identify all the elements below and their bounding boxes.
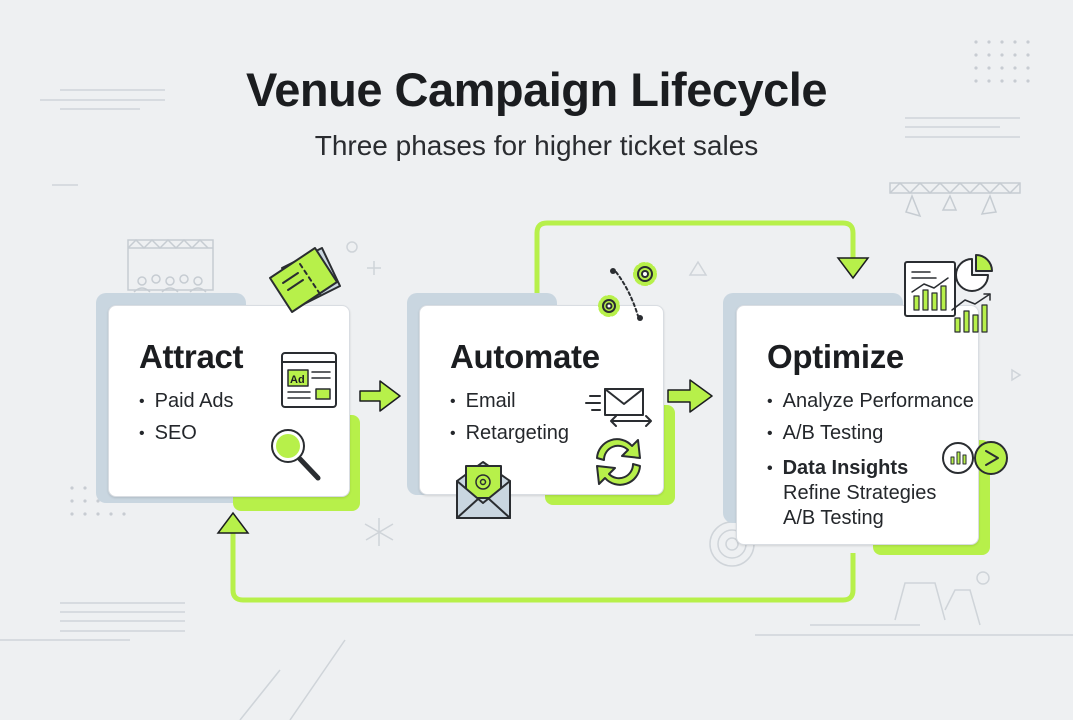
sync-icon — [596, 438, 641, 486]
phase-card-automate: Automate Email Retargeting — [419, 305, 664, 495]
list-item: SEO — [139, 418, 234, 450]
decor-dot — [974, 53, 978, 57]
decor-dot — [70, 486, 74, 490]
phase-list-attract: Paid Ads SEO — [139, 386, 234, 450]
decor-dot — [109, 512, 113, 516]
decor-dot — [96, 512, 100, 516]
decor-dot — [96, 499, 100, 503]
decor-dot — [987, 79, 991, 83]
magnifier-icon — [271, 429, 321, 481]
phase-list-optimize: Analyze Performance A/B Testing Data Ins… — [767, 386, 974, 485]
envelope-at-icon — [456, 461, 511, 519]
decor-dot — [987, 66, 991, 70]
decor-dot — [1000, 66, 1004, 70]
list-item: Email — [450, 386, 569, 418]
decor-dot — [83, 486, 87, 490]
decor-dot — [987, 53, 991, 57]
decor-dot — [1013, 40, 1017, 44]
decor-dot — [974, 66, 978, 70]
decor-dot — [70, 512, 74, 516]
ad-label: Ad — [290, 374, 305, 386]
arrow-attract-to-automate — [359, 380, 401, 412]
bar-chart-badge-icon — [942, 442, 974, 474]
browser-ad-icon — [281, 352, 337, 408]
arrow-automate-to-optimize — [667, 379, 713, 413]
decor-dot — [974, 79, 978, 83]
list-item: Paid Ads — [139, 386, 234, 418]
gears-icon — [598, 262, 657, 321]
decor-dot — [974, 40, 978, 44]
decor-dot — [1026, 53, 1030, 57]
decor-dot — [1026, 66, 1030, 70]
phase-title-optimize: Optimize — [767, 338, 904, 375]
decor-dot — [70, 499, 74, 503]
sub-item: Refine Strategies — [783, 482, 937, 504]
decor-dot — [987, 40, 991, 44]
decor-dot — [1013, 53, 1017, 57]
list-item: Retargeting — [450, 418, 569, 450]
decor-dot — [1026, 40, 1030, 44]
decor-dot — [1013, 79, 1017, 83]
page-title: Venue Campaign Lifecycle — [246, 63, 827, 116]
page-subtitle: Three phases for higher ticket sales — [314, 130, 759, 161]
decor-dot — [122, 512, 126, 516]
decor-dot — [1000, 53, 1004, 57]
list-item: Analyze Performance — [767, 386, 974, 418]
phase-list-automate: Email Retargeting — [450, 386, 569, 450]
phase-title-attract: Attract — [139, 338, 244, 375]
ticket-icon — [269, 247, 341, 313]
play-badge-icon — [974, 441, 1008, 475]
sub-item: A/B Testing — [783, 507, 884, 529]
decor-dot — [1000, 40, 1004, 44]
decor-dot — [83, 512, 87, 516]
decor-dot — [1000, 79, 1004, 83]
decor-dot — [1013, 66, 1017, 70]
analytics-dashboard-icon — [904, 254, 993, 333]
decor-dot — [83, 499, 87, 503]
list-item: A/B Testing — [767, 418, 974, 450]
list-item: Data Insights — [767, 453, 974, 485]
decor-dot — [1026, 79, 1030, 83]
email-send-icon — [585, 388, 652, 427]
phase-title-automate: Automate — [450, 338, 600, 375]
phase-card-optimize: Optimize Analyze Performance A/B Testing… — [736, 305, 979, 545]
